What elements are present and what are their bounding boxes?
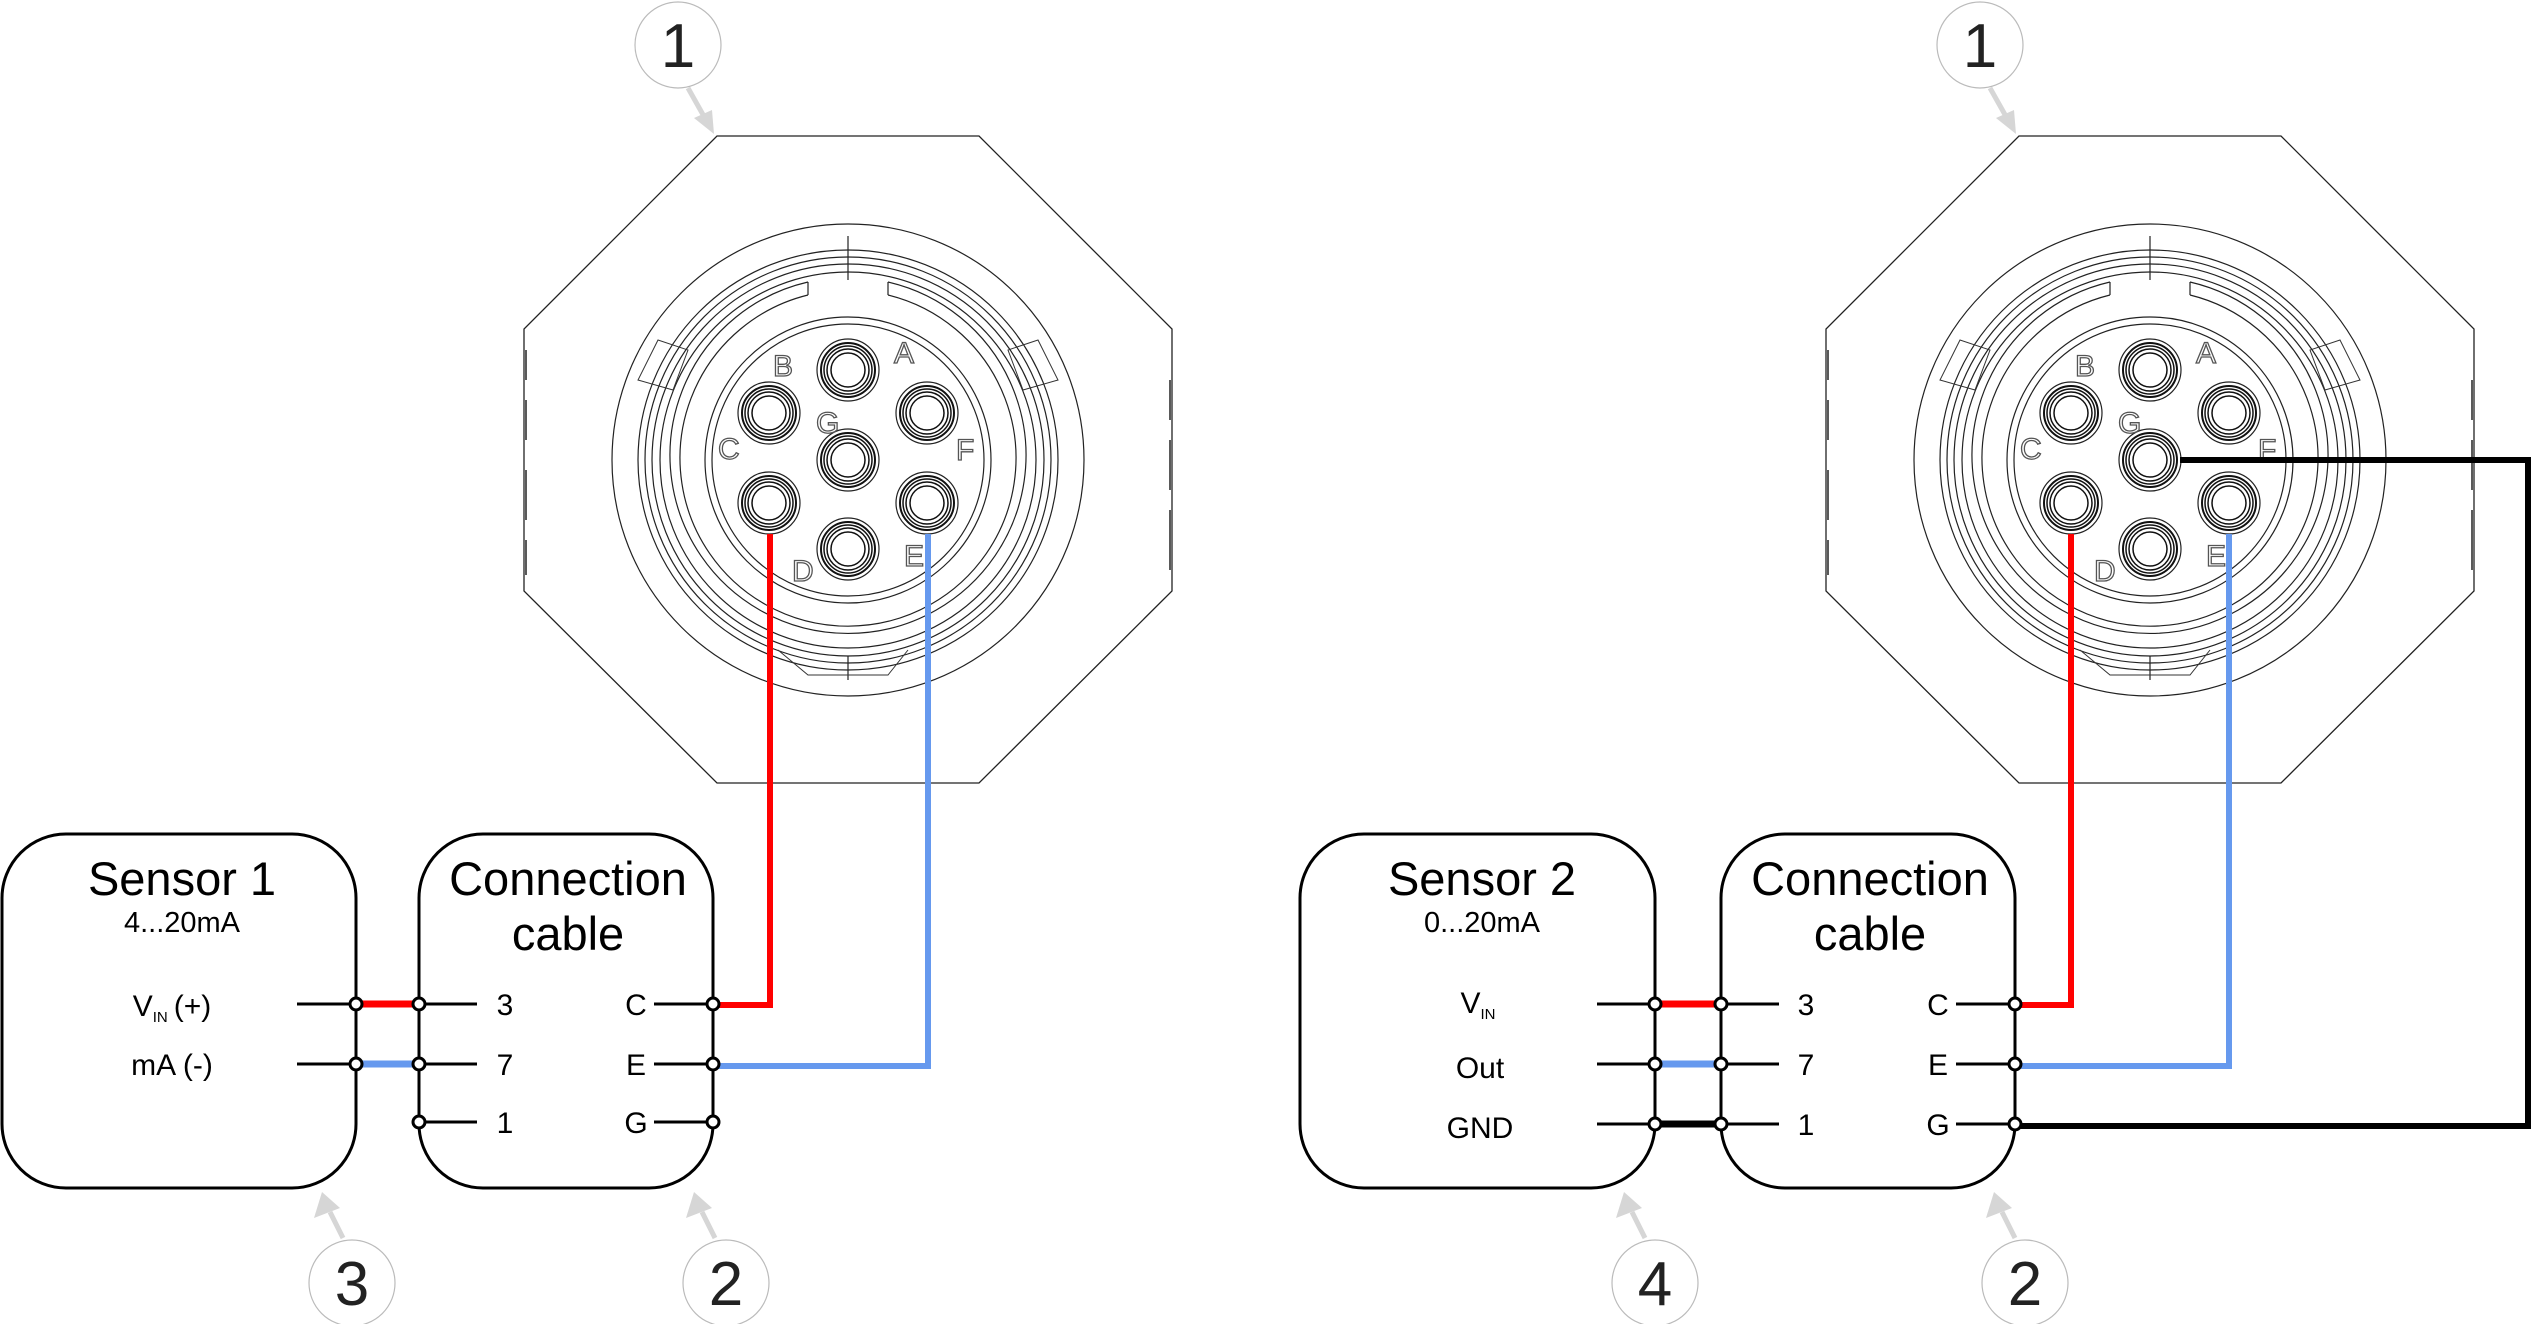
pin-label-d: D xyxy=(792,555,814,588)
pin-label-g: G xyxy=(2118,407,2141,440)
sensor-2-title: Sensor 2 xyxy=(1388,852,1576,905)
sensor-2-terminal-gnd: GND xyxy=(1447,1112,1514,1145)
cable-wire-1: 1 xyxy=(1798,1109,1815,1142)
pin-f xyxy=(2197,381,2261,445)
cable-wire-3: 3 xyxy=(497,989,514,1022)
pin-c xyxy=(2039,471,2103,535)
pin-label-c: C xyxy=(718,433,740,466)
pin-label-e: E xyxy=(2206,540,2226,573)
sensor-1-title: Sensor 1 xyxy=(88,852,276,905)
sensor-2-terminal-vin: VIN xyxy=(1460,987,1495,1023)
pin-b xyxy=(737,381,801,445)
terminal-node xyxy=(411,996,427,1012)
left-diagram: A B C D E F G Sensor 1 4...20mA VIN(+) m… xyxy=(0,1,1173,1324)
cable-title-line1: Connection xyxy=(449,852,687,905)
pin-b xyxy=(2039,381,2103,445)
terminal-node xyxy=(2007,996,2023,1012)
terminal-node xyxy=(1647,1116,1663,1132)
terminal-node xyxy=(348,996,364,1012)
terminal-node xyxy=(1647,1056,1663,1072)
pin-label-b: B xyxy=(2075,350,2095,383)
cable-wire-1: 1 xyxy=(497,1107,514,1140)
cable-wire-3: 3 xyxy=(1798,989,1815,1022)
callout-connector-right: 1 xyxy=(1936,1,2024,134)
cable-pin-c: C xyxy=(625,989,647,1022)
pin-f xyxy=(895,381,959,445)
terminal-node xyxy=(705,996,721,1012)
pin-label-d: D xyxy=(2094,555,2116,588)
wire-g-black xyxy=(2015,457,2531,1129)
cable-pin-g: G xyxy=(1926,1109,1949,1142)
callout-number: 4 xyxy=(1638,1250,1672,1319)
pin-label-g: G xyxy=(816,407,839,440)
callout-number: 2 xyxy=(2008,1250,2042,1319)
cable-title-line2: cable xyxy=(512,907,624,960)
callout-connector-left: 1 xyxy=(634,1,722,134)
terminal-node xyxy=(348,1056,364,1072)
pin-label-b: B xyxy=(773,350,793,383)
pin-a xyxy=(2118,338,2182,402)
sensor-2-range: 0...20mA xyxy=(1424,907,1541,939)
wire-c-red xyxy=(713,534,773,1008)
connection-cable-right-box: Connection cable 3 7 1 C E G xyxy=(1713,832,2023,1190)
wire-e-blue xyxy=(713,534,931,1069)
sensor-1-range: 4...20mA xyxy=(124,907,241,939)
callout-cable-left: 2 xyxy=(682,1192,770,1324)
pin-a xyxy=(816,338,880,402)
cable-wire-7: 7 xyxy=(497,1049,514,1082)
cable-pin-e: E xyxy=(1928,1049,1948,1082)
pin-label-a: A xyxy=(2196,337,2216,370)
terminal-node xyxy=(1713,1116,1729,1132)
terminal-node xyxy=(1713,1056,1729,1072)
wire-c-red xyxy=(2015,534,2074,1008)
connector-left: A B C D E F G xyxy=(523,135,1173,784)
callout-sensor-1: 3 xyxy=(308,1192,396,1324)
wire-e-blue xyxy=(2015,534,2232,1069)
pin-d xyxy=(816,517,880,581)
pin-e xyxy=(895,471,959,535)
pin-e xyxy=(2197,471,2261,535)
terminal-node xyxy=(2007,1056,2023,1072)
pin-d xyxy=(2118,517,2182,581)
cable-title-line2: cable xyxy=(1814,907,1926,960)
cable-pin-c: C xyxy=(1927,989,1949,1022)
cable-pin-g: G xyxy=(624,1107,647,1140)
cable-title-line1: Connection xyxy=(1751,852,1989,905)
sensor-2-box: Sensor 2 0...20mA VIN Out GND xyxy=(1298,832,1663,1190)
sensor-1-terminal-ma: mA (-) xyxy=(131,1049,213,1082)
callout-number: 1 xyxy=(1963,12,1997,81)
terminal-node xyxy=(1713,996,1729,1012)
terminal-node xyxy=(411,1114,427,1130)
pin-label-f: F xyxy=(956,434,974,467)
cable-pin-e: E xyxy=(626,1049,646,1082)
pin-label-c: C xyxy=(2020,433,2042,466)
callout-cable-right: 2 xyxy=(1981,1192,2069,1324)
sensor-1-box: Sensor 1 4...20mA VIN(+) mA (-) xyxy=(0,832,364,1190)
terminal-node xyxy=(705,1114,721,1130)
pin-label-a: A xyxy=(894,337,914,370)
callout-number: 1 xyxy=(661,12,695,81)
terminal-node xyxy=(1647,996,1663,1012)
connection-cable-left-box: Connection cable 3 7 1 C E G xyxy=(411,832,721,1190)
callout-number: 2 xyxy=(709,1250,743,1319)
terminal-node xyxy=(411,1056,427,1072)
callout-sensor-2: 4 xyxy=(1611,1192,1699,1324)
callout-number: 3 xyxy=(335,1250,369,1319)
pin-label-e: E xyxy=(904,540,924,573)
sensor-1-terminal-vin: VIN(+) xyxy=(133,990,212,1026)
cable-wire-7: 7 xyxy=(1798,1049,1815,1082)
terminal-node xyxy=(2007,1116,2023,1132)
right-diagram: A B C D E F G Sensor 2 0...20mA VIN Out … xyxy=(1298,1,2531,1324)
terminal-node xyxy=(705,1056,721,1072)
pin-c xyxy=(737,471,801,535)
connector-right: A B C D E F G xyxy=(1825,135,2475,784)
sensor-2-terminal-out: Out xyxy=(1456,1052,1505,1085)
